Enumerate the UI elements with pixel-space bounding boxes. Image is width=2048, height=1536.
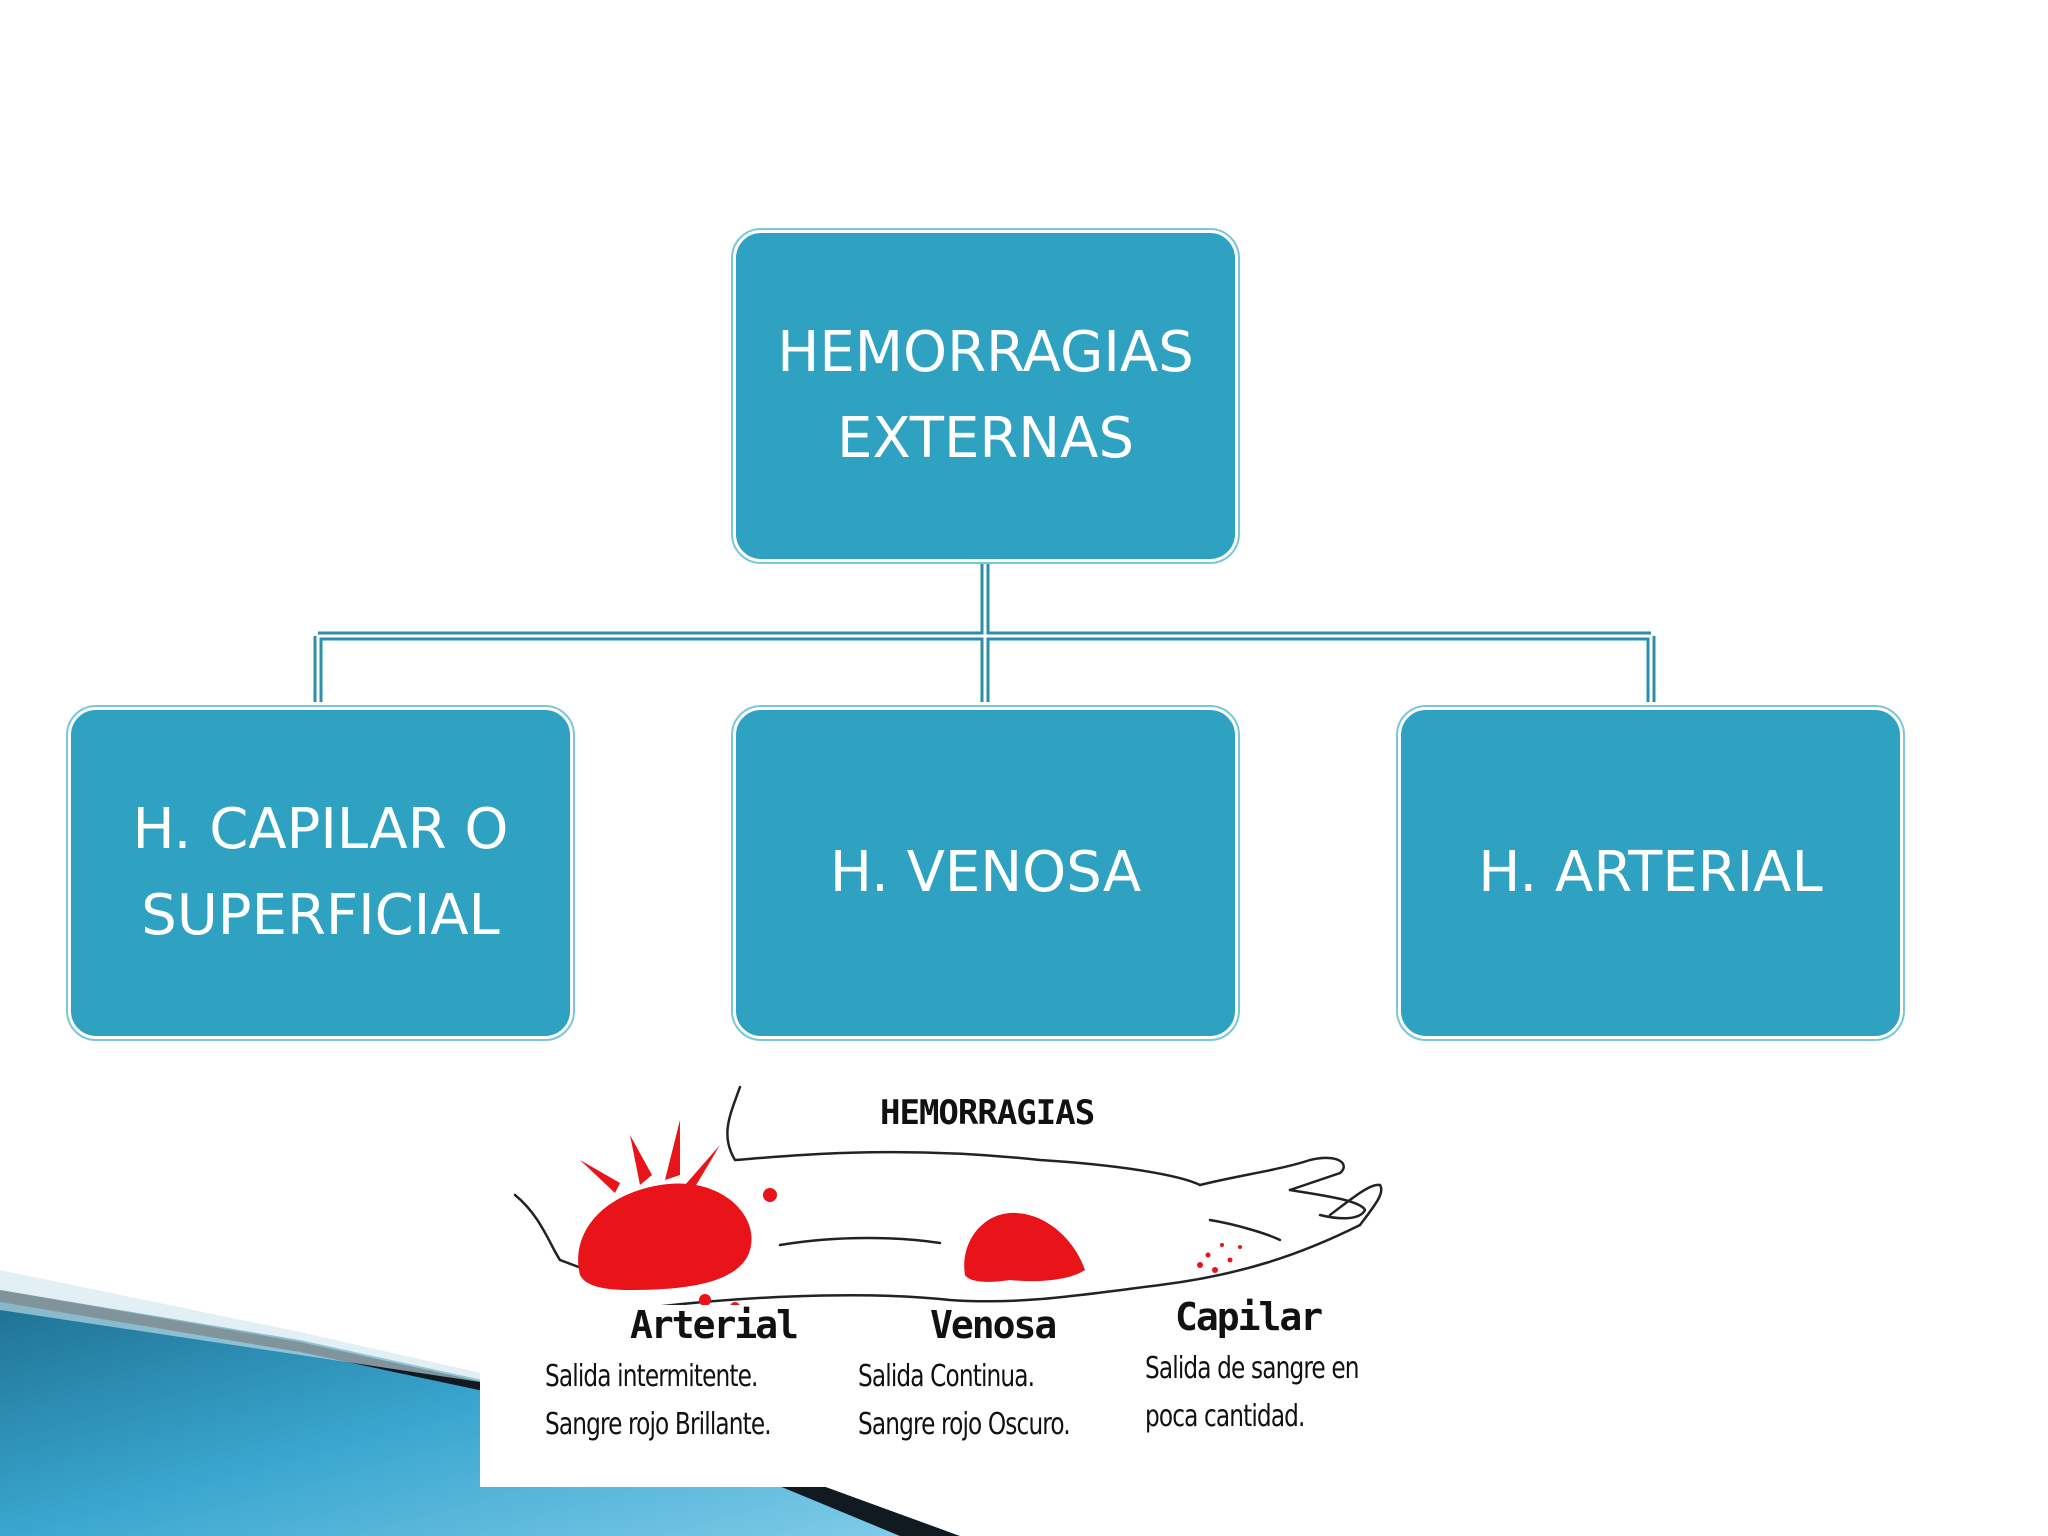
hemorrhage-illustration: HEMORRAGIAS Arterial Salida intermitente… <box>480 1075 1425 1487</box>
label-capilar: Capilar Salida de sangre en poca cantida… <box>1145 1295 1393 1441</box>
label-arterial: Arterial Salida intermitente. Sangre roj… <box>545 1303 808 1449</box>
blood-pool-venosa <box>964 1212 1085 1282</box>
node-capilar-label: H. CAPILAR O SUPERFICIAL <box>132 797 509 948</box>
capilar-line-1: Salida de sangre en <box>1145 1351 1360 1386</box>
node-capilar: H. CAPILAR O SUPERFICIAL <box>66 705 575 1041</box>
arterial-line-2: Sangre rojo Brillante. <box>545 1407 772 1442</box>
capilar-heading: Capilar <box>1175 1295 1323 1339</box>
illustration-title: HEMORRAGIAS <box>880 1093 1095 1133</box>
venosa-line-1: Salida Continua. <box>858 1359 1035 1394</box>
node-arterial-label: H. ARTERIAL <box>1478 840 1823 905</box>
arm-drawing <box>513 1085 1383 1305</box>
venosa-heading: Venosa <box>930 1303 1057 1347</box>
node-venosa: H. VENOSA <box>731 705 1240 1041</box>
arterial-heading: Arterial <box>630 1303 799 1347</box>
venosa-line-2: Sangre rojo Oscuro. <box>858 1407 1071 1442</box>
arterial-line-1: Salida intermitente. <box>545 1359 758 1394</box>
blood-splash-arterial <box>578 1120 777 1305</box>
node-hemorragias-externas: HEMORRAGIAS EXTERNAS <box>731 228 1240 564</box>
label-venosa: Venosa Salida Continua. Sangre rojo Oscu… <box>858 1303 1104 1449</box>
blood-spots-capilar <box>1197 1243 1242 1273</box>
node-root-label: HEMORRAGIAS EXTERNAS <box>777 320 1194 471</box>
node-venosa-label: H. VENOSA <box>829 840 1142 905</box>
capilar-line-2: poca cantidad. <box>1145 1399 1305 1434</box>
node-arterial: H. ARTERIAL <box>1396 705 1905 1041</box>
